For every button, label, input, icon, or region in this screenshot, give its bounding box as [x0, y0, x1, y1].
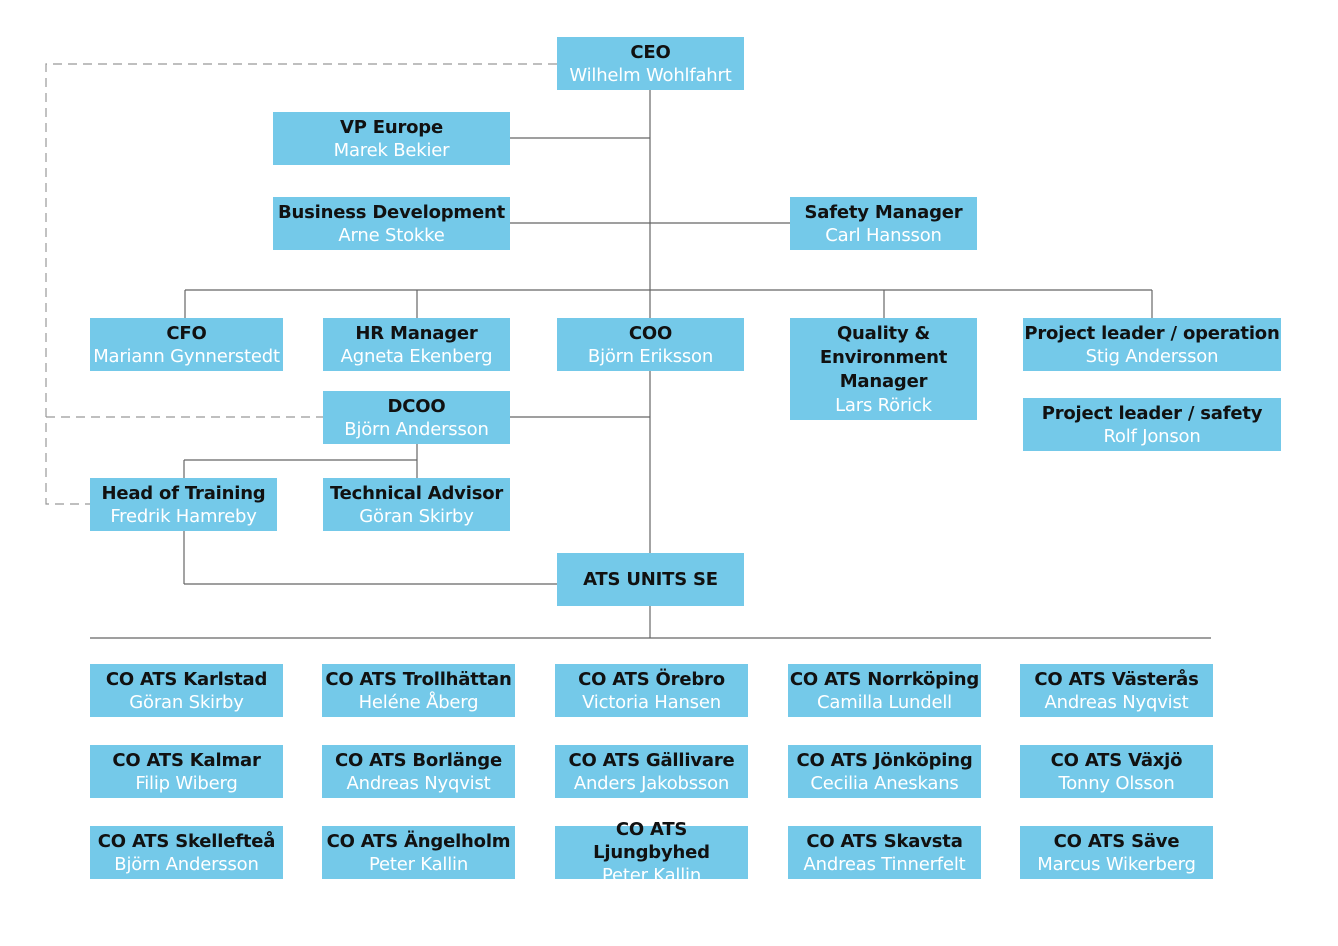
- box-name: Arne Stokke: [338, 224, 445, 246]
- box-project-leader-safety: Project leader / safety Rolf Jonson: [1023, 398, 1281, 451]
- unit-title: CO ATS Jönköping: [796, 749, 973, 771]
- box-name: Agneta Ekenberg: [340, 345, 493, 367]
- unit-name: Filip Wiberg: [135, 772, 238, 794]
- box-title: CFO: [166, 322, 207, 344]
- unit-title: CO ATS Växjö: [1050, 749, 1183, 771]
- unit-title: CO ATS Skavsta: [806, 830, 963, 852]
- unit-name: Victoria Hansen: [582, 691, 721, 713]
- unit-name: Cecilia Aneskans: [810, 772, 959, 794]
- box-name: Wilhelm Wohlfahrt: [569, 64, 732, 86]
- box-vp-europe: VP Europe Marek Bekier: [273, 112, 510, 165]
- box-ats-units: ATS UNITS SE: [557, 553, 744, 606]
- unit-title: CO ATS Örebro: [578, 668, 725, 690]
- unit-box: CO ATS Ängelholm Peter Kallin: [322, 826, 515, 879]
- box-title: Quality & Environment Manager: [819, 322, 948, 392]
- unit-box: CO ATS Kalmar Filip Wiberg: [90, 745, 283, 798]
- box-title: Business Development: [277, 201, 506, 223]
- unit-title: CO ATS Ljungbyhed: [593, 819, 710, 863]
- box-title: VP Europe: [339, 116, 444, 138]
- unit-name: Andreas Nyqvist: [346, 772, 491, 794]
- unit-title: CO ATS Västerås: [1034, 668, 1199, 690]
- unit-title: CO ATS Karlstad: [105, 668, 268, 690]
- unit-name: Anders Jakobsson: [573, 772, 730, 794]
- unit-box: CO ATS Norrköping Camilla Lundell: [788, 664, 981, 717]
- box-title: CEO: [630, 41, 671, 63]
- box-hr-manager: HR Manager Agneta Ekenberg: [323, 318, 510, 371]
- unit-title: CO ATS Säve: [1053, 830, 1180, 852]
- box-title: Technical Advisor: [329, 482, 504, 504]
- unit-title: CO ATS Norrköping: [789, 668, 980, 690]
- unit-name: Göran Skirby: [129, 691, 244, 713]
- box-dcoo: DCOO Björn Andersson: [323, 391, 510, 444]
- box-title: Project leader / operation: [1024, 322, 1280, 344]
- dashed-connector-ceo: [45, 63, 557, 505]
- box-title: Safety Manager: [804, 201, 963, 223]
- box-title: Project leader / safety: [1041, 402, 1263, 424]
- unit-box: CO ATS Karlstad Göran Skirby: [90, 664, 283, 717]
- unit-title: CO ATS Trollhättan: [325, 668, 512, 690]
- unit-title: CO ATS Gällivare: [568, 749, 735, 771]
- unit-name: Camilla Lundell: [817, 691, 952, 713]
- box-name: Björn Andersson: [344, 418, 489, 440]
- box-name: Göran Skirby: [359, 505, 474, 527]
- box-title: ATS UNITS SE: [583, 569, 718, 590]
- box-title: COO: [628, 322, 673, 344]
- box-cfo: CFO Mariann Gynnerstedt: [90, 318, 283, 371]
- box-name: Björn Eriksson: [587, 345, 714, 367]
- box-head-of-training: Head of Training Fredrik Hamreby: [90, 478, 277, 531]
- unit-box: CO ATS Trollhättan Heléne Åberg: [322, 664, 515, 717]
- unit-box: CO ATS Ljungbyhed Peter Kallin: [555, 819, 748, 886]
- unit-name: Andreas Tinnerfelt: [803, 853, 966, 875]
- box-ceo: CEO Wilhelm Wohlfahrt: [557, 37, 744, 90]
- box-name: Marek Bekier: [333, 139, 450, 161]
- box-name: Mariann Gynnerstedt: [93, 345, 280, 367]
- box-name: Lars Rörick: [835, 394, 932, 416]
- box-quality-manager: Quality & Environment Manager Lars Röric…: [790, 318, 977, 420]
- unit-name: Andreas Nyqvist: [1044, 691, 1189, 713]
- unit-box: CO ATS Västerås Andreas Nyqvist: [1020, 664, 1213, 717]
- box-title: Head of Training: [101, 482, 266, 504]
- box-name: Rolf Jonson: [1103, 425, 1201, 447]
- unit-box: CO ATS Växjö Tonny Olsson: [1020, 745, 1213, 798]
- unit-name: Heléne Åberg: [358, 691, 479, 713]
- box-coo: COO Björn Eriksson: [557, 318, 744, 371]
- box-business-development: Business Development Arne Stokke: [273, 197, 510, 250]
- unit-box: CO ATS Skavsta Andreas Tinnerfelt: [788, 826, 981, 879]
- unit-box: CO ATS Örebro Victoria Hansen: [555, 664, 748, 717]
- box-name: Carl Hansson: [825, 224, 942, 246]
- unit-title: CO ATS Kalmar: [112, 749, 261, 771]
- box-title: DCOO: [387, 395, 446, 417]
- unit-box: CO ATS Borlänge Andreas Nyqvist: [322, 745, 515, 798]
- box-name: Stig Andersson: [1085, 345, 1219, 367]
- unit-name: Marcus Wikerberg: [1037, 853, 1196, 875]
- unit-name: Tonny Olsson: [1058, 772, 1175, 794]
- unit-title: CO ATS Skellefteå: [97, 830, 276, 852]
- unit-box: CO ATS Gällivare Anders Jakobsson: [555, 745, 748, 798]
- unit-title: CO ATS Ängelholm: [326, 830, 511, 852]
- box-technical-advisor: Technical Advisor Göran Skirby: [323, 478, 510, 531]
- unit-name: Björn Andersson: [114, 853, 259, 875]
- box-name: Fredrik Hamreby: [110, 505, 257, 527]
- box-safety-manager: Safety Manager Carl Hansson: [790, 197, 977, 250]
- unit-box: CO ATS Skellefteå Björn Andersson: [90, 826, 283, 879]
- box-project-leader-operation: Project leader / operation Stig Andersso…: [1023, 318, 1281, 371]
- unit-name: Peter Kallin: [601, 865, 702, 886]
- unit-title: CO ATS Borlänge: [334, 749, 502, 771]
- unit-box: CO ATS Säve Marcus Wikerberg: [1020, 826, 1213, 879]
- unit-box: CO ATS Jönköping Cecilia Aneskans: [788, 745, 981, 798]
- unit-name: Peter Kallin: [368, 853, 469, 875]
- box-title: HR Manager: [355, 322, 478, 344]
